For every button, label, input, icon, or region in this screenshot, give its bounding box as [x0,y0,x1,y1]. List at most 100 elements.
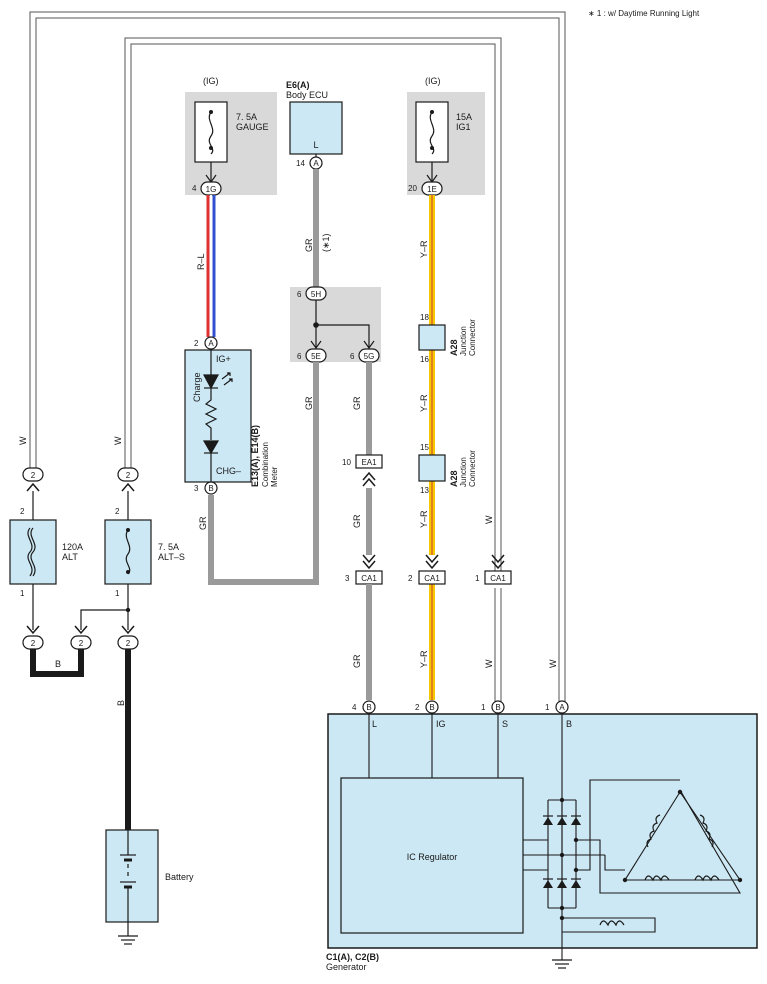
wire-label-gr-ecu: GR [304,238,314,252]
ic-regulator-box [340,777,524,934]
connector-2-alt-bottom-label: 2 [31,639,36,648]
wire-label-w-left2: W [113,436,123,445]
wire-label-gr-gen: GR [352,654,362,668]
junction-connector-a28-2 [418,454,446,482]
connector-ca1-yr [418,570,446,585]
a28-2-code: A28 [449,470,459,487]
alt-fuse-name: ALT [62,552,78,562]
alt-fuse-rating: 120A [62,542,83,552]
connector-2-alts-top-label: 2 [126,471,131,480]
generator-code: C1(A), C2(B) [326,952,379,962]
wire-label-w-s: W [484,659,494,668]
wire-label-b-battery: B [116,700,126,706]
svg-text:4: 4 [352,703,357,712]
meter-charge-label: Charge [192,372,202,402]
connector-b-meter-label: B [208,484,213,493]
wire-label-b-link: B [55,659,61,669]
terminal-l-label: L [372,719,377,729]
gauge-supply-label: (IG) [203,76,219,86]
ig1-fuse-rating: 15A [456,112,472,122]
connector-ca1-w [484,570,512,585]
generator-junction-dots [559,789,743,921]
meter-chg-minus: CHG– [216,466,241,476]
gauge-pin: 4 [192,184,197,193]
body-ecu-box [289,101,343,155]
wire-label-yr-1: Y–R [419,240,429,258]
meter-pin-bottom: 3 [194,484,199,493]
terminal-ig-label: IG [436,719,446,729]
a28-1-code: A28 [449,339,459,356]
ca1-w-pin: 1 [475,574,480,583]
connector-2-mid-bottom-label: 2 [79,639,84,648]
wire-label-gr-ea1: GR [352,514,362,528]
a28-2-pin-bottom: 13 [420,486,429,495]
wire-label-rl: R–L [196,253,206,270]
svg-text:B: B [495,703,500,712]
footnote: ∗ 1 : w/ Daytime Running Light [588,9,700,18]
a28-1-pin-top: 18 [420,313,429,322]
meter-ig-plus: IG+ [216,354,231,364]
body-ecu-name: Body ECU [286,90,328,100]
meter-internal [202,350,233,482]
connector-ea1-label: EA1 [361,458,377,467]
w-wire-outer [29,11,566,705]
alts-fuse-name: ALT–S [158,552,185,562]
meter-name-2: Meter [270,466,279,487]
combination-meter-box [184,349,252,483]
connector-5h-label: 5H [311,290,321,299]
ig1-fuse-name: IG1 [456,122,471,132]
connector-a-meter-label: A [208,339,214,348]
ca1-yr-pin: 2 [408,574,413,583]
body-ecu-code: E6(A) [286,80,310,90]
wire-b-link [30,649,84,677]
battery-box [105,829,159,923]
wire-label-gr-meter: GR [198,516,208,530]
gauge-fuse-rating: 7. 5A [236,112,257,122]
alt-fuse-pin-top: 2 [20,507,25,516]
ig1-pin: 20 [408,184,417,193]
connector-5g-label: 5G [364,352,375,361]
wire-rl [206,195,216,337]
alts-fuse-pin-top: 2 [115,507,120,516]
ea1-pin: 10 [342,458,351,467]
battery-label: Battery [165,872,194,882]
body-ecu-pin: 14 [296,159,305,168]
alts-fuse-icon [125,529,131,575]
terminal-s-label: S [502,719,508,729]
ig1-supply-label: (IG) [425,76,441,86]
ca1-gr-pin: 3 [345,574,350,583]
body-ecu-terminal: L [313,140,318,150]
alt-fuse-icon [30,527,36,577]
svg-text:1: 1 [481,703,486,712]
jb-5e-pin: 6 [297,352,302,361]
connector-ca1-w-label: CA1 [490,574,506,583]
connector-a-meter [204,336,218,350]
battery-ground-icon [118,935,138,945]
generator-ground-icon [552,959,572,969]
a28-2-name: Junction [459,457,468,487]
wire-label-yr-3: Y–R [419,510,429,528]
junction-block-internal [310,300,375,350]
junction-connector-a28-1 [418,324,446,351]
battery-icon [120,830,136,936]
a28-1-name: Junction [459,326,468,356]
wire-label-gr-5e: GR [304,396,314,410]
svg-text:B: B [429,703,434,712]
terminal-b-label: B [566,719,572,729]
svg-text:2: 2 [415,703,420,712]
a28-1-pin-bottom: 16 [420,355,429,364]
wire-label-yr-4: Y–R [419,650,429,668]
connector-ca1-gr-label: CA1 [361,574,377,583]
wire-label-yr-2: Y–R [419,394,429,412]
connector-5e-label: 5E [311,352,321,361]
connector-1g-label: 1G [206,185,217,194]
connector-b-meter [204,481,218,495]
svg-text:B: B [366,703,371,712]
connector-a-ecu-label: A [313,159,319,168]
connector-2-alt-top-label: 2 [31,471,36,480]
connector-2-alts-top [117,467,139,482]
connector-1e-label: 1E [427,185,437,194]
meter-code: E13(A), E14(B) [250,425,260,487]
ic-regulator-label: IC Regulator [407,852,458,862]
